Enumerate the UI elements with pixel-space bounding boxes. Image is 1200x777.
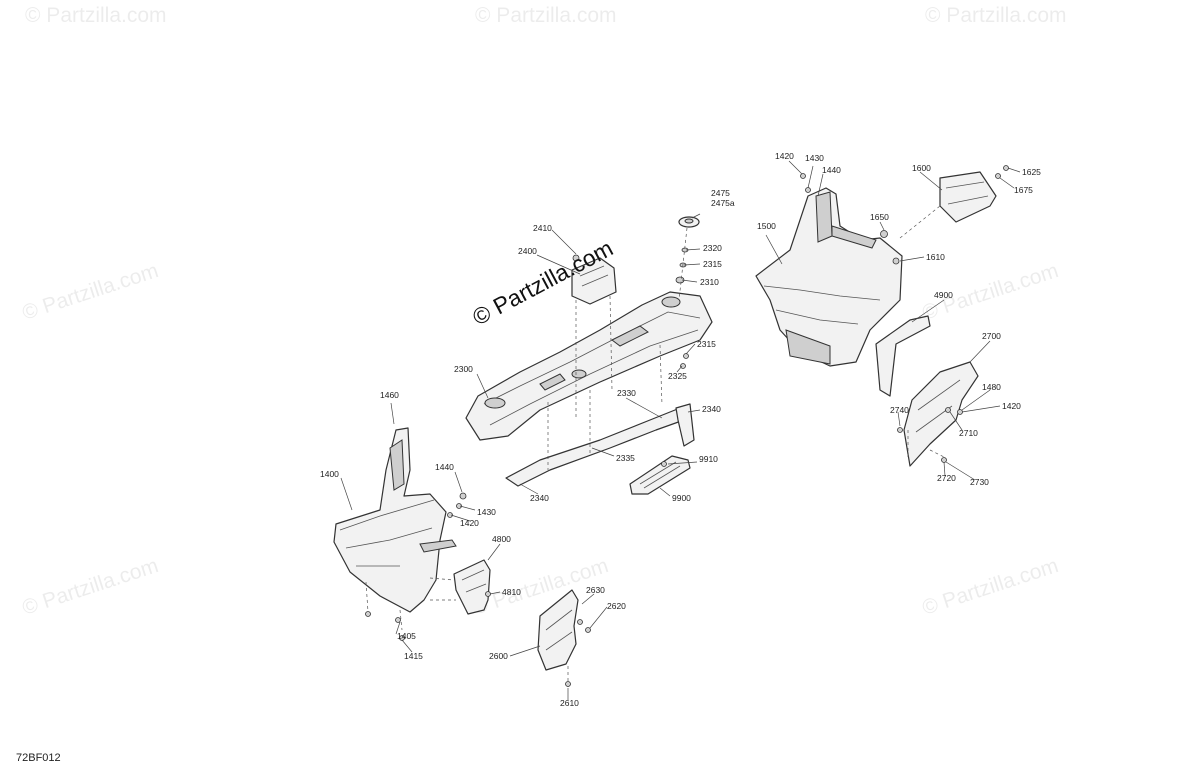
- watermark: © Partzilla.com: [25, 4, 167, 27]
- plate-9900: [629, 455, 691, 495]
- callout-1675: 1675: [1014, 185, 1033, 195]
- callout-2620: 2620: [607, 601, 626, 611]
- callout-1440b: 1440: [822, 165, 841, 175]
- callout-1480: 1480: [982, 382, 1001, 392]
- hardware: [365, 165, 1009, 687]
- diagram-code: 72BF012: [16, 752, 61, 764]
- watermark: © Partzilla.com: [19, 259, 161, 325]
- callout-1420a: 1420: [460, 518, 479, 528]
- callout-2720: 2720: [937, 473, 956, 483]
- callout-4900: 4900: [934, 290, 953, 300]
- callout-2475a: 2475a: [711, 198, 735, 208]
- callout-1430a: 1430: [477, 507, 496, 517]
- callout-1500: 1500: [757, 221, 776, 231]
- callout-2310: 2310: [700, 277, 719, 287]
- callout-2630: 2630: [586, 585, 605, 595]
- callout-1415: 1415: [404, 651, 423, 661]
- cap-2475: [675, 216, 700, 301]
- callout-2315a: 2315: [703, 259, 722, 269]
- callout-1650: 1650: [870, 212, 889, 222]
- callout-2740: 2740: [890, 405, 909, 415]
- panel-2700: [903, 361, 979, 467]
- trim-4900: [875, 315, 931, 397]
- side-panel-1400: [333, 427, 457, 631]
- callout-2730: 2730: [970, 477, 989, 487]
- callout-2400: 2400: [518, 246, 537, 256]
- callout-2325: 2325: [668, 371, 687, 381]
- callout-1460: 1460: [380, 390, 399, 400]
- callout-1600: 1600: [912, 163, 931, 173]
- callout-2335: 2335: [616, 453, 635, 463]
- callout-1610: 1610: [926, 252, 945, 262]
- panel-4800: [429, 559, 491, 615]
- callout-9900: 9900: [672, 493, 691, 503]
- callout-2710: 2710: [959, 428, 978, 438]
- watermark: © Partzilla.com: [925, 4, 1067, 27]
- panel-2600: [537, 589, 579, 690]
- callout-1420c: 1420: [1002, 401, 1021, 411]
- callout-2610: 2610: [560, 698, 579, 708]
- callout-2330: 2330: [617, 388, 636, 398]
- callout-1625: 1625: [1022, 167, 1041, 177]
- callout-2475: 2475: [711, 188, 730, 198]
- callout-2340a: 2340: [702, 404, 721, 414]
- callout-2340b: 2340: [530, 493, 549, 503]
- callout-1440a: 1440: [435, 462, 454, 472]
- callout-1420b: 1420: [775, 151, 794, 161]
- callout-2320: 2320: [703, 243, 722, 253]
- callout-2410: 2410: [533, 223, 552, 233]
- bracket-1600: [899, 171, 997, 239]
- callout-1400: 1400: [320, 469, 339, 479]
- console-2300: [465, 291, 713, 441]
- callout-2600: 2600: [489, 651, 508, 661]
- callout-2700: 2700: [982, 331, 1001, 341]
- callout-9910: 9910: [699, 454, 718, 464]
- watermark-layer: © Partzilla.com © Partzilla.com © Partzi…: [19, 4, 1066, 620]
- body-1500: [755, 187, 903, 367]
- watermark: © Partzilla.com: [919, 554, 1061, 620]
- callout-labels: 2410 2400 2475 2475a 2320 2315 2310 2300…: [320, 151, 1041, 708]
- bracket-2330: [505, 344, 695, 487]
- cover-2400: [571, 257, 617, 420]
- callout-2300: 2300: [454, 364, 473, 374]
- leader-lines: [340, 160, 1021, 700]
- watermark: © Partzilla.com: [475, 4, 617, 27]
- callout-1430b: 1430: [805, 153, 824, 163]
- callout-4800: 4800: [492, 534, 511, 544]
- watermark: © Partzilla.com: [19, 554, 161, 620]
- callout-1405: 1405: [397, 631, 416, 641]
- callout-4810: 4810: [502, 587, 521, 597]
- callout-2315b: 2315: [697, 339, 716, 349]
